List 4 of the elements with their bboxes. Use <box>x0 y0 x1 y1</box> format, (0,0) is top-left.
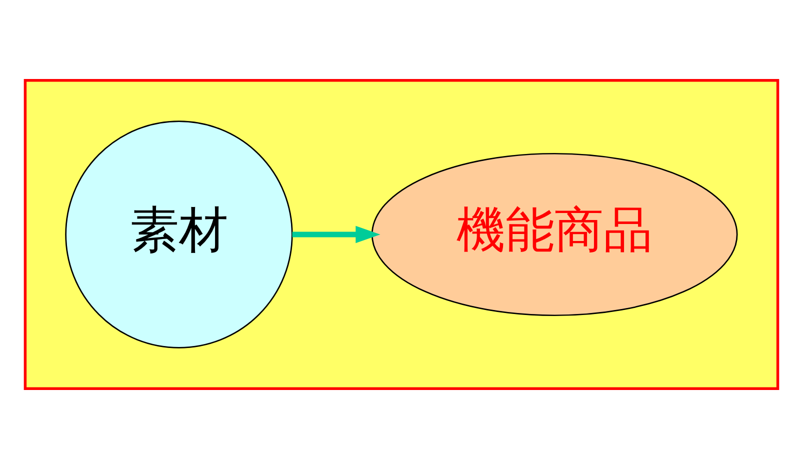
node-ellipse: 機能商品 <box>371 152 738 316</box>
cluster <box>24 79 780 390</box>
node-circle: 素材 <box>65 120 293 348</box>
arrow <box>292 226 380 244</box>
